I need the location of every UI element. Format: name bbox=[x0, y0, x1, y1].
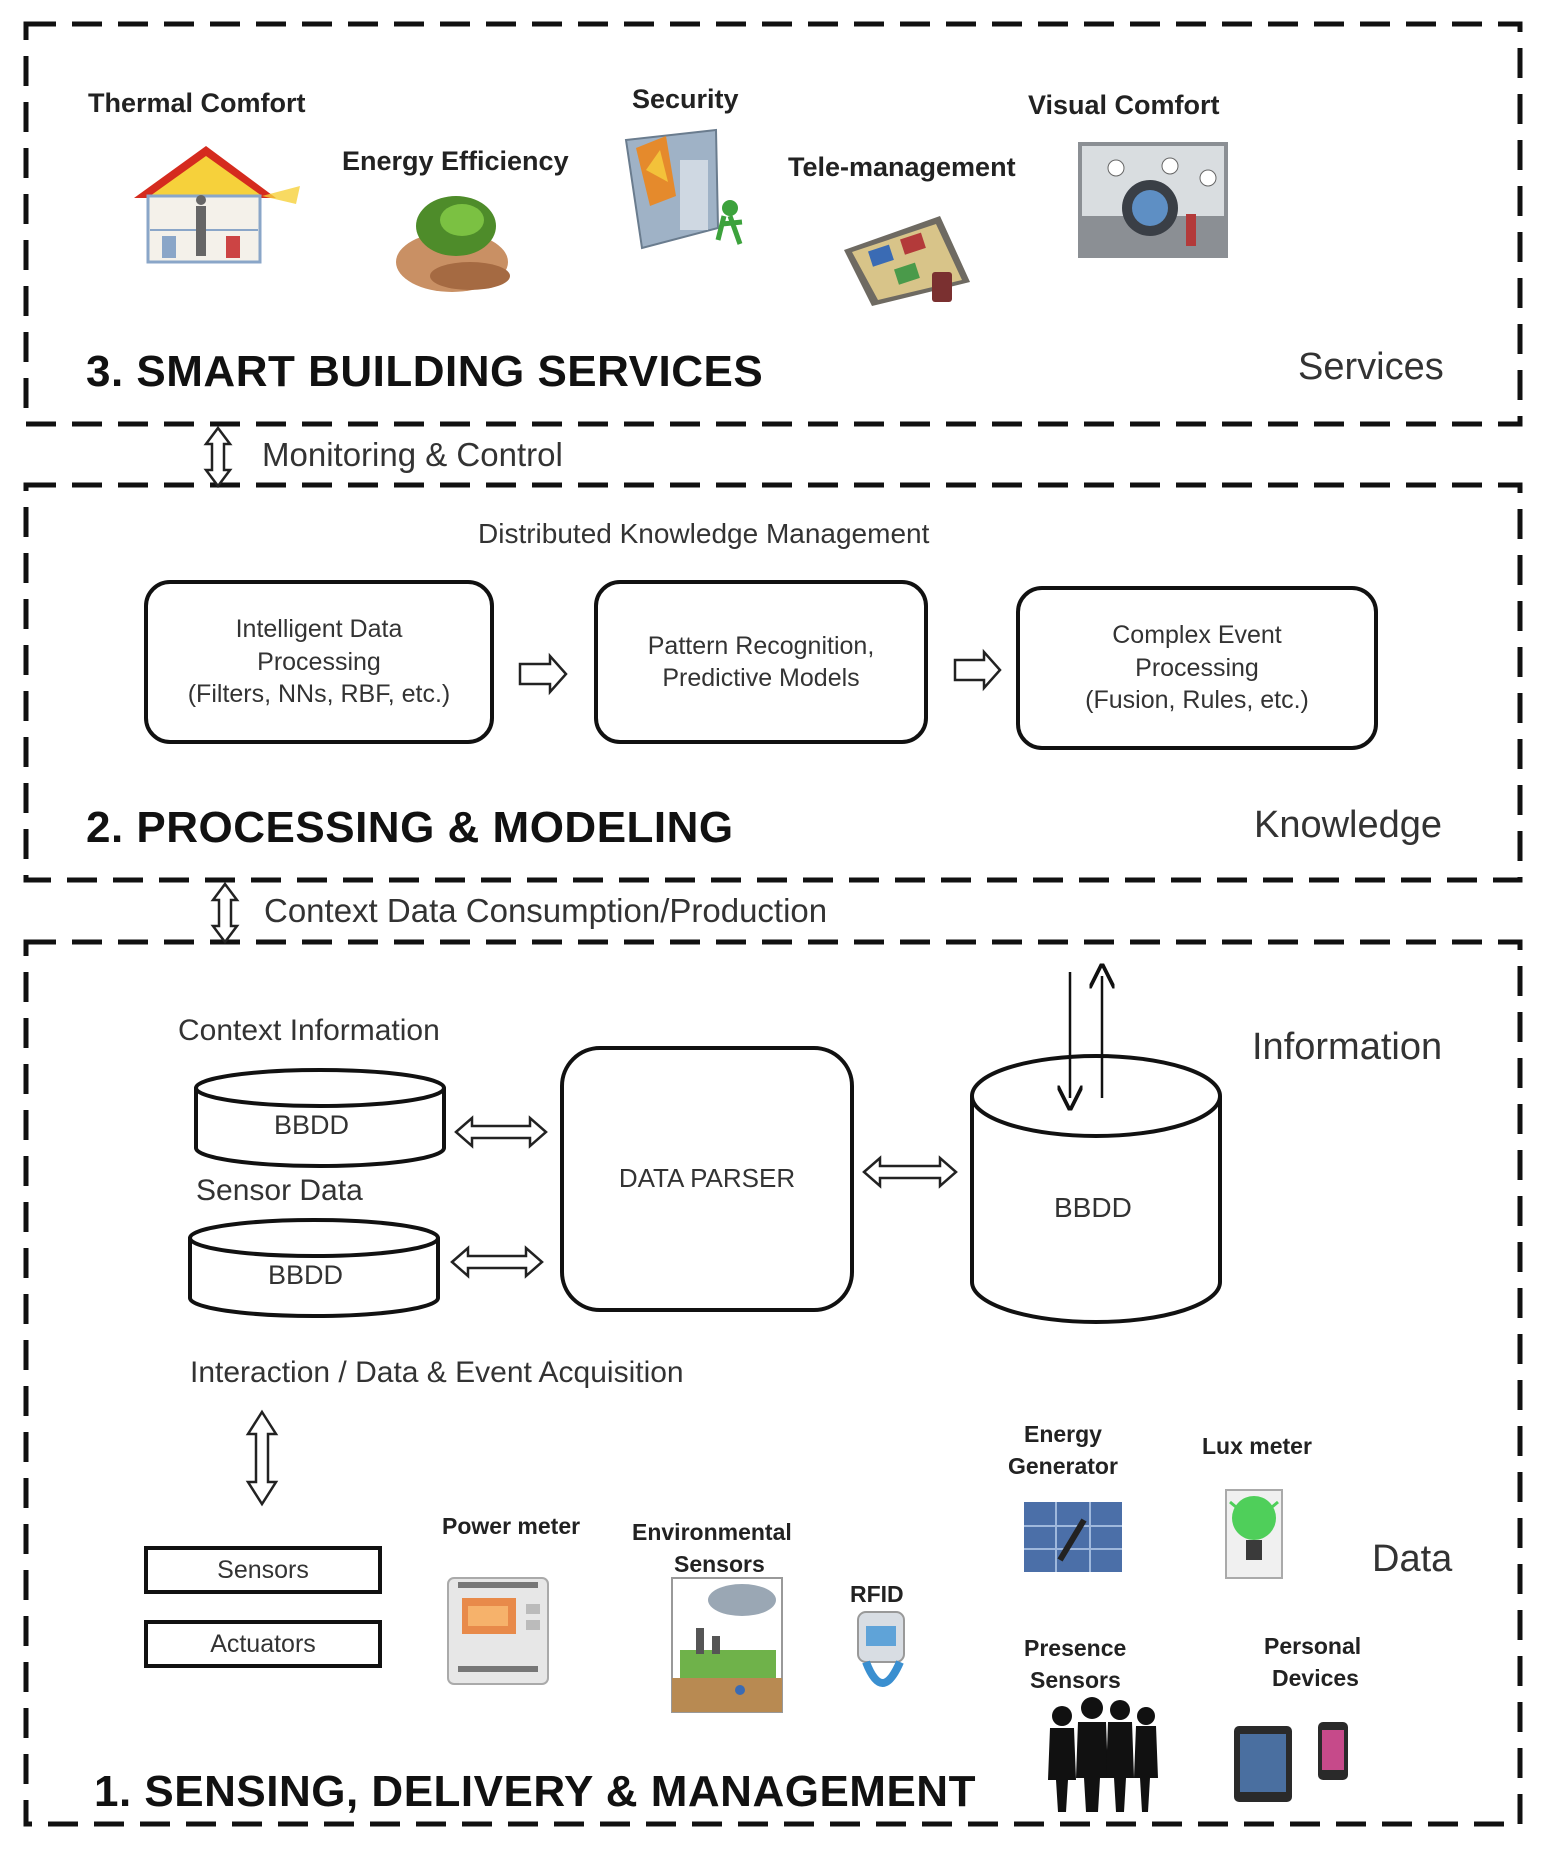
main-db-cylinder bbox=[970, 1054, 1222, 1324]
services-side-label: Services bbox=[1298, 346, 1444, 388]
context-db-cylinder bbox=[194, 1068, 446, 1168]
context-data-arrow bbox=[210, 881, 240, 945]
sensor-data-label: Sensor Data bbox=[196, 1174, 363, 1207]
main-db-label: BBDD bbox=[1054, 1192, 1132, 1223]
acquisition-arrow bbox=[245, 1409, 279, 1507]
house-icon bbox=[134, 146, 300, 264]
presence-label-line2: Sensors bbox=[1030, 1667, 1121, 1693]
parser-db-arrow bbox=[862, 1155, 958, 1189]
processing-layer-frame bbox=[23, 482, 1523, 883]
box-line: Predictive Models bbox=[662, 664, 860, 692]
box-line: Processing bbox=[257, 647, 381, 676]
plant-in-hands-icon bbox=[396, 196, 510, 292]
box-line: Complex Event bbox=[1112, 621, 1282, 650]
sensors-label: Sensors bbox=[217, 1555, 309, 1584]
tablet-phone-icon bbox=[1234, 1722, 1348, 1802]
sensing-layer-title: 1. SENSING, DELIVERY & MANAGEMENT bbox=[94, 1767, 976, 1816]
process-arrow-1 bbox=[518, 652, 568, 696]
box-line: (Fusion, Rules, etc.) bbox=[1085, 686, 1309, 715]
service-security: Security bbox=[632, 84, 739, 114]
power-meter-icon bbox=[447, 1577, 549, 1685]
sensor-db-label: BBDD bbox=[268, 1260, 344, 1290]
presence-label-line1: Presence bbox=[1024, 1635, 1127, 1661]
actuators-label: Actuators bbox=[210, 1629, 316, 1658]
services-layer-title: 3. SMART BUILDING SERVICES bbox=[86, 347, 764, 396]
rfid-bracelet-icon bbox=[857, 1611, 905, 1687]
intelligent-data-processing-box: Intelligent Data Processing (Filters, NN… bbox=[144, 580, 494, 744]
security-fire-exit-icon bbox=[624, 128, 743, 250]
service-visual-comfort: Visual Comfort bbox=[1028, 90, 1220, 120]
energy-generator-label-line2: Generator bbox=[1008, 1453, 1118, 1479]
monitoring-control-label: Monitoring & Control bbox=[262, 436, 563, 473]
knowledge-management-heading: Distributed Knowledge Management bbox=[478, 518, 930, 549]
data-parser-box: DATA PARSER bbox=[560, 1046, 854, 1312]
box-line: Intelligent Data bbox=[235, 615, 403, 644]
energy-generator-label-line1: Energy bbox=[1024, 1421, 1102, 1447]
tele-management-icon bbox=[844, 216, 970, 306]
lux-meter-label: Lux meter bbox=[1202, 1433, 1312, 1459]
personal-label-line1: Personal bbox=[1264, 1633, 1362, 1659]
sensing-layer-frame bbox=[23, 939, 1523, 1827]
context-db-label: BBDD bbox=[274, 1110, 350, 1140]
context-db-arrow bbox=[454, 1115, 548, 1149]
environmental-label-line2: Sensors bbox=[674, 1551, 765, 1577]
personal-label-line2: Devices bbox=[1272, 1665, 1359, 1691]
power-meter-label: Power meter bbox=[442, 1513, 581, 1539]
context-information-label: Context Information bbox=[178, 1014, 440, 1047]
sensor-db-cylinder bbox=[188, 1218, 440, 1318]
environmental-label-line1: Environmental bbox=[632, 1519, 792, 1545]
box-line: (Filters, NNs, RBF, etc.) bbox=[187, 680, 451, 709]
acquisition-label: Interaction / Data & Event Acquisition bbox=[190, 1356, 684, 1389]
complex-event-processing-box: Complex Event Processing (Fusion, Rules,… bbox=[1016, 586, 1378, 750]
sensor-db-arrow bbox=[450, 1245, 544, 1279]
processing-side-label: Knowledge bbox=[1254, 804, 1443, 846]
process-arrow-2 bbox=[953, 648, 1002, 692]
light-bulb-icon bbox=[1225, 1489, 1283, 1579]
box-line: Processing bbox=[1135, 653, 1259, 682]
service-tele-management: Tele-management bbox=[788, 152, 1016, 182]
visual-comfort-icon bbox=[1078, 142, 1228, 258]
service-thermal-comfort: Thermal Comfort bbox=[88, 88, 306, 118]
data-side-label: Data bbox=[1372, 1538, 1453, 1580]
rfid-label: RFID bbox=[850, 1581, 904, 1607]
solar-panel-icon bbox=[1024, 1502, 1122, 1572]
service-energy-efficiency: Energy Efficiency bbox=[342, 146, 569, 176]
monitoring-control-arrow bbox=[203, 425, 233, 489]
actuators-box: Actuators bbox=[144, 1620, 382, 1668]
processing-layer-title: 2. PROCESSING & MODELING bbox=[86, 803, 734, 852]
sensors-box: Sensors bbox=[144, 1546, 382, 1594]
pattern-recognition-box: Pattern Recognition, Predictive Models bbox=[594, 580, 928, 744]
people-silhouettes-icon bbox=[1048, 1697, 1158, 1812]
services-layer-frame bbox=[23, 21, 1523, 427]
context-data-label: Context Data Consumption/Production bbox=[264, 892, 828, 929]
information-side-label: Information bbox=[1252, 1026, 1443, 1068]
environmental-sensors-icon bbox=[671, 1577, 783, 1713]
box-line: Pattern Recognition, bbox=[647, 631, 875, 660]
data-parser-label: DATA PARSER bbox=[618, 1163, 796, 1194]
